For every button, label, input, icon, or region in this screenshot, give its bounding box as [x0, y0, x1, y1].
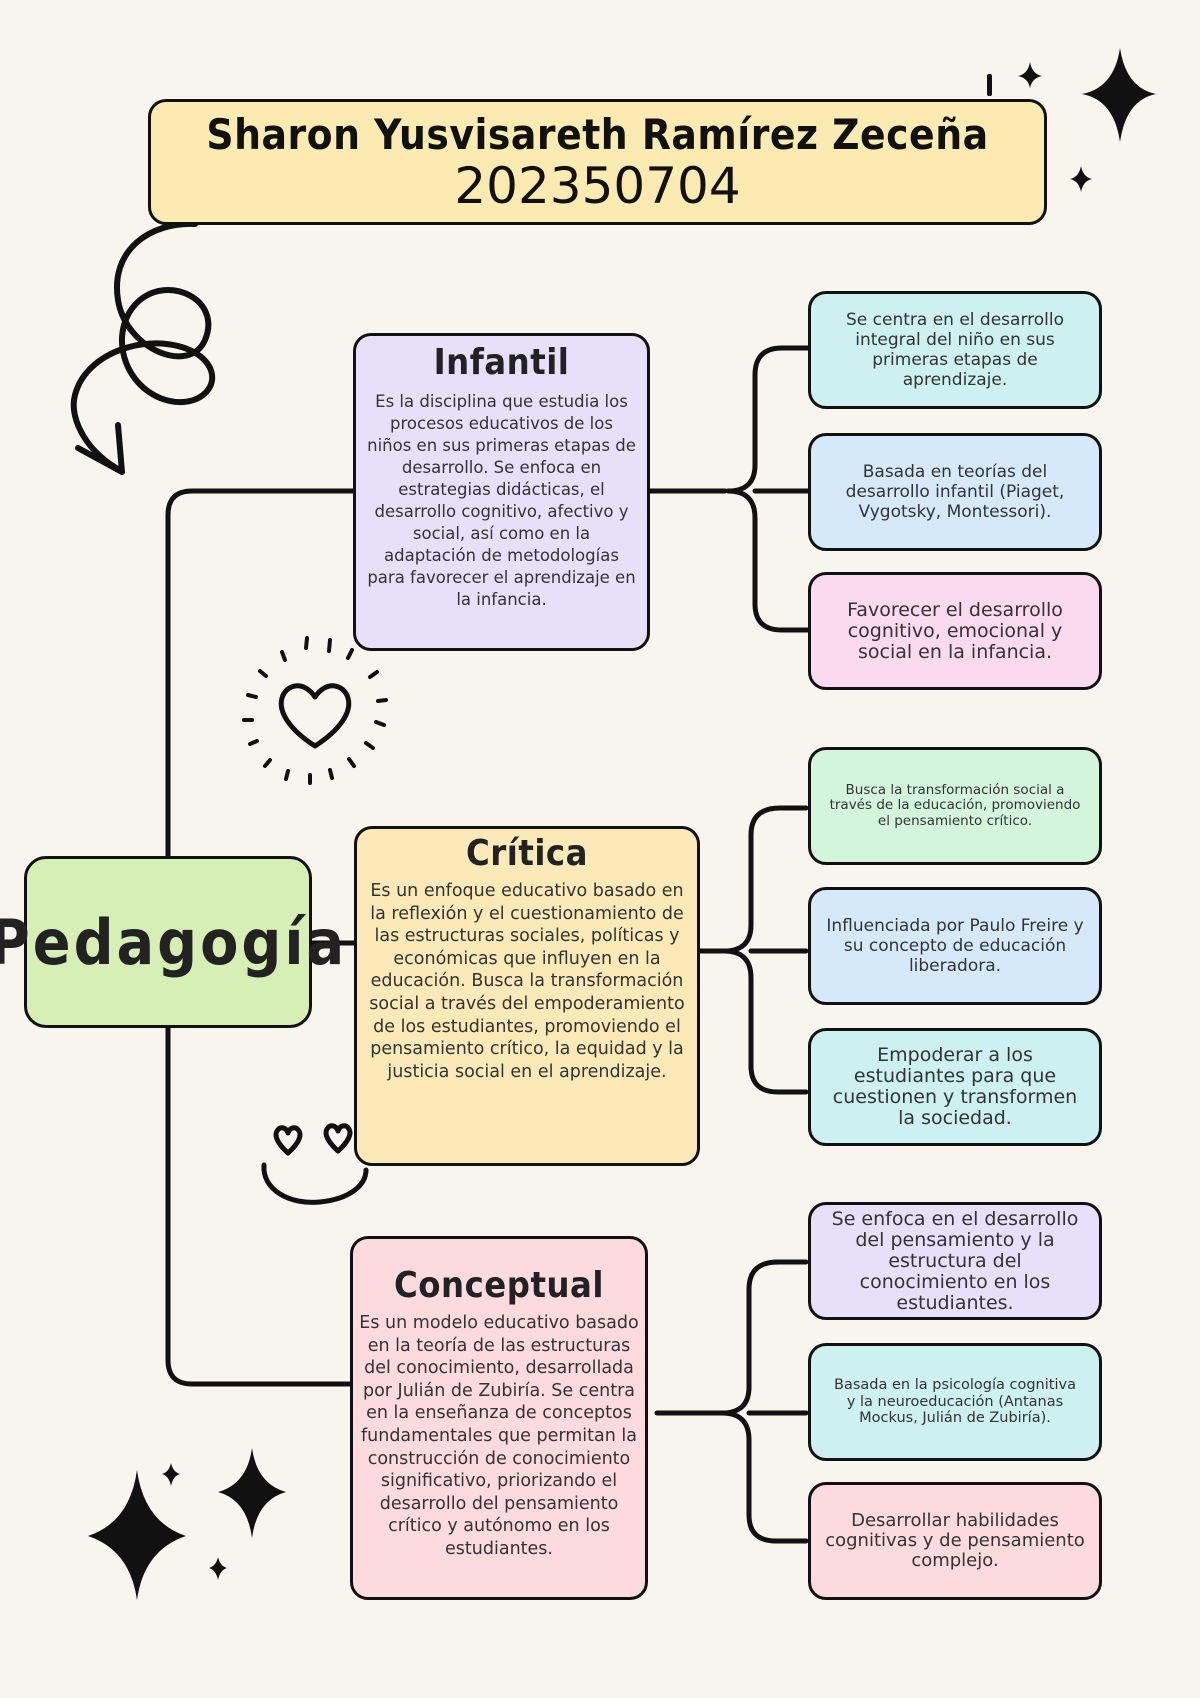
sparkle-small-bottom-2 [209, 1557, 227, 1580]
branch-conceptual: Conceptual Es un modelo educativo basado… [350, 1236, 648, 1600]
smiley-hearts-icon [261, 1123, 369, 1205]
connector-critica-leaves [692, 805, 809, 1095]
sparkle-large-bottom [88, 1470, 186, 1600]
leaf-infantil-2: Basada en teorías del desarrollo infanti… [808, 433, 1102, 551]
heart-doodle-icon [242, 636, 388, 785]
branch-title: Infantil [433, 342, 570, 383]
connector-infantil-leaves [647, 345, 811, 633]
connector-conceptual-leaves [654, 1259, 809, 1544]
sparkle-small-bottom-1 [162, 1463, 180, 1486]
leaf-critica-2: Influenciada por Paulo Freire y su conce… [808, 887, 1102, 1005]
branch-infantil: Infantil Es la disciplina que estudia lo… [353, 333, 650, 651]
student-name: Sharon Yusvisareth Ramírez Zeceña [206, 110, 989, 159]
branch-description: Es la disciplina que estudia los proceso… [367, 392, 636, 609]
sparkle-mark-top [987, 74, 992, 96]
student-id: 202350704 [454, 157, 741, 215]
connector-root-conceptual [165, 1025, 355, 1387]
branch-critica: Crítica Es un enfoque educativo basado e… [354, 826, 700, 1166]
sparkle-icons [88, 48, 1156, 1600]
sparkle-small-top-1 [1018, 62, 1042, 88]
root-label: Pedagogía [0, 905, 348, 979]
branch-title: Crítica [466, 833, 588, 874]
leaf-critica-3: Empoderar a los estudiantes para que cue… [808, 1028, 1102, 1146]
root-node: Pedagogía [0, 856, 344, 1028]
sparkle-large-top [1082, 48, 1156, 142]
loop-arrow-icon [70, 220, 216, 475]
branch-description: Es un modelo educativo basado en la teor… [359, 1313, 639, 1559]
leaf-infantil-3: Favorecer el desarrollo cognitivo, emoci… [808, 572, 1102, 690]
sparkle-medium-bottom [218, 1448, 286, 1538]
branch-description: Es un enfoque educativo basado en la ref… [369, 881, 685, 1082]
sparkle-small-top-2 [1070, 166, 1092, 192]
branch-title: Conceptual [394, 1265, 604, 1306]
leaf-conceptual-1: Se enfoca en el desarrollo del pensamien… [808, 1202, 1102, 1320]
leaf-conceptual-2: Basada en la psicología cognitiva y la n… [808, 1343, 1102, 1461]
leaf-infantil-1: Se centra en el desarrollo integral del … [808, 291, 1102, 409]
leaf-critica-1: Busca la transformación social a través … [808, 747, 1102, 865]
header-box: Sharon Yusvisareth Ramírez Zeceña 202350… [148, 99, 1047, 225]
leaf-conceptual-3: Desarrollar habilidades cognitivas y de … [808, 1482, 1102, 1600]
connector-root-infantil [165, 488, 358, 861]
